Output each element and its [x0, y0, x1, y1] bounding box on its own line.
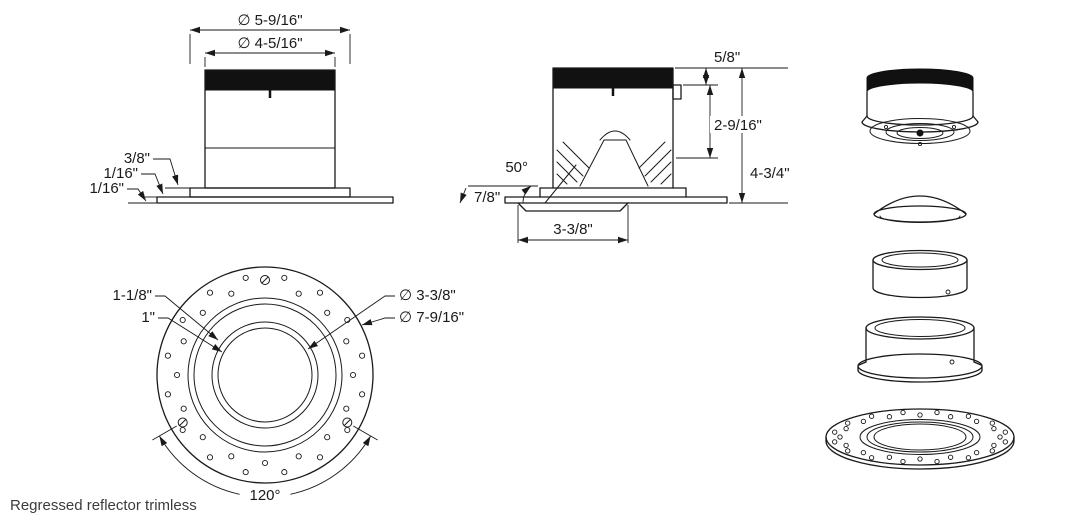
drawing-caption: Regressed reflector trimless: [10, 497, 197, 514]
dim-front-plate-upper: 1/16": [103, 165, 138, 182]
side-housing-band: [552, 67, 674, 89]
dim-front-inner-diameter: ∅ 4-5/16": [237, 35, 302, 52]
dim-plan-inner-band-width: 1": [141, 309, 155, 326]
dim-side-top-offset: 5/8": [714, 49, 740, 66]
plan-screw-top: [260, 275, 270, 285]
front-view: ∅ 5-9/16" ∅ 4-5/16" 3/8" 1/16" 1/16": [89, 12, 394, 204]
dim-side-regression-depth: 7/8": [474, 189, 500, 206]
trim-plate-holes: [832, 409, 1008, 465]
side-trim-plate: [504, 196, 728, 204]
dim-side-reflector-angle: 50°: [505, 159, 528, 176]
side-regressed-recess: [517, 202, 629, 212]
plan-hole-ring-inner: [173, 290, 357, 467]
exploded-trim-plate: [825, 408, 1015, 470]
exploded-spacer-ring: [872, 249, 968, 299]
dim-side-body-height: 2-9/16": [714, 117, 762, 134]
front-flange: [189, 187, 351, 198]
exploded-view: [825, 68, 1015, 470]
dim-plan-overall-diameter: ∅ 7-9/16": [399, 309, 464, 326]
dim-side-overall-height: 4-3/4": [750, 165, 790, 182]
front-housing-band: [204, 69, 336, 91]
dim-side-aperture-width: 3-3/8": [553, 221, 593, 238]
exploded-housing: [861, 68, 979, 147]
side-view: 5/8" 2-9/16" 4-3/4" 50° 7/8" 3-3/8": [459, 49, 790, 244]
dim-plan-screw-angle: 120°: [249, 487, 280, 504]
plan-outer-circle: [156, 266, 374, 484]
dim-plan-aperture-diameter: ∅ 3-3/8": [399, 287, 456, 304]
dim-front-flange-height: 3/8": [124, 150, 150, 167]
front-trim-plate: [156, 196, 394, 204]
exploded-dome-reflector: [873, 195, 967, 223]
exploded-flanged-collar: [857, 316, 983, 383]
side-latch: [672, 84, 682, 100]
plan-view: 1-1/8" 1" ∅ 3-3/8" ∅ 7-9/16" 120°: [112, 266, 464, 504]
plan-hole-ring-outer: [164, 274, 366, 476]
dim-front-outer-diameter: ∅ 5-9/16": [237, 12, 302, 29]
dim-plan-band-width: 1-1/8": [112, 287, 152, 304]
dim-front-plate-lower: 1/16": [89, 180, 124, 197]
plan-screw-lower-left: [177, 417, 188, 428]
plan-screw-lower-right: [342, 417, 353, 428]
